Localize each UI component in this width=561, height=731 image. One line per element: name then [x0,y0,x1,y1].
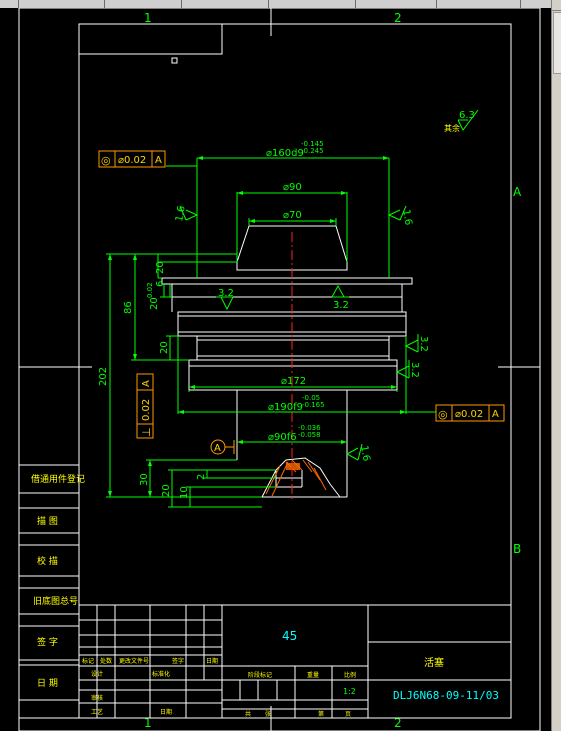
dimension-lines [106,157,436,508]
dim-d90f6-upper: -0.036 [298,424,321,432]
gdt-top-value: ⌀0.02 [118,155,146,166]
dim-h2: 2 [196,474,207,480]
scroll-up-arrow[interactable] [552,0,561,11]
gdt-frame-vertical: A 0.02 ⊥ [136,373,154,439]
side-table [18,464,80,719]
roughness-r5: 3.2 [418,336,429,352]
dim-h20-band: 20 [159,341,170,354]
dim-h30: 30 [139,473,150,486]
tb-scale-value: 1:2 [343,687,356,696]
part-outline [161,225,413,498]
zone-label-top-2: 2 [394,11,402,25]
roughness-r7: 1.6 [358,445,372,463]
dim-d90f6: ⌀90f6 [268,432,297,443]
dimension-arrows [108,156,406,497]
roughness-general-value: 6.3 [459,110,475,121]
tb-drawing-number: DLJ6N68-09-11/03 [393,689,499,702]
tb-material: 45 [282,629,297,643]
zone-label-bottom-2: 2 [394,716,402,730]
scrollbar-thumb[interactable] [553,12,561,74]
dim-h86: 86 [123,301,134,314]
tb-label-sign: 签字 [172,657,184,665]
tb-label-scale: 比例 [344,671,356,679]
gdt-frame-top: ◎ ⌀0.02 A [98,150,166,168]
gdt-frame-right: ◎ ⌀0.02 A [435,404,505,422]
dim-d160-upper: -0.145 [301,140,324,148]
dim-d190-lower: -0.165 [302,401,325,409]
zone-label-top-1: 1 [144,11,152,25]
dim-h20-mid: 20 [149,297,160,310]
dim-d90: ⌀90 [283,182,302,193]
dim-d190-upper: -0.05 [302,394,320,402]
side-row-4: 旧底图总号 [33,595,78,607]
dim-d160: ⌀160d9 [266,148,304,159]
section-hatch-core [286,463,300,470]
tb-part-name: 活塞 [424,656,444,669]
roughness-r3: 3.2 [218,288,234,299]
tb-label-standard: 标准化 [152,670,170,678]
gdt-vertical-value: 0.02 [141,399,152,421]
tb-label-count: 处数 [100,657,112,665]
gdt-right-symbol: ◎ [438,408,448,421]
tb-label-process-date: 日期 [160,708,172,716]
tb-label-page: 页 [345,711,351,718]
top-left-code-box [79,24,223,55]
gdt-vertical-datum: A [141,380,152,387]
tb-label-sheets: 张 [265,710,271,718]
tb-label-mark: 标记 [82,657,94,665]
side-row-6: 日 期 [37,678,58,689]
roughness-symbols [179,205,419,461]
dim-d172: ⌀172 [281,376,306,387]
roughness-r6: 3.2 [409,362,420,378]
datum-a-marker: A [210,439,235,455]
side-row-2: 描 图 [37,515,58,527]
roughness-r2: 1.6 [400,209,414,227]
vertical-scrollbar[interactable] [551,0,561,731]
tb-label-date: 日期 [206,657,218,665]
gdt-top-symbol: ◎ [101,154,111,167]
gdt-right-value: ⌀0.02 [455,409,483,420]
dim-d70: ⌀70 [283,210,302,221]
dim-h202: 202 [98,367,109,386]
dim-h20-bottom: 20 [161,484,172,497]
dim-d160-lower: -0.245 [301,147,324,155]
dim-h6: 6 [155,281,166,287]
roughness-r4: 3.2 [333,300,349,311]
drawing-outer-frame [18,7,541,731]
gdt-top-datum: A [155,155,162,166]
dim-d90f6-lower: -0.058 [298,431,321,439]
dim-h002: 0.02 [146,282,154,298]
tb-label-stage: 阶段标记 [248,671,272,679]
zone-label-bottom-1: 1 [144,716,152,730]
zone-label-right-a: A [513,185,522,199]
dim-d190: ⌀190f9 [268,402,303,413]
title-block [78,604,512,719]
dim-h20-top: 20 [155,261,166,274]
gdt-vertical-symbol: ⊥ [140,427,153,437]
dim-h10: 10 [179,486,190,499]
side-row-1: 借通用件登记 [31,473,85,485]
roughness-r1: 1.6 [174,205,188,223]
section-hatch [265,459,327,497]
tb-label-page-no: 第 [318,710,324,718]
gdt-right-datum: A [492,409,499,420]
tb-label-process: 工艺 [91,708,103,716]
small-marker-square [171,57,178,64]
zone-label-right-b: B [513,542,521,556]
roughness-general-label: 其余 [444,123,460,133]
tb-label-review: 审核 [91,694,103,702]
roughness-general-symbol [457,109,479,131]
datum-a-label: A [214,443,221,454]
tb-label-total: 共 [245,710,251,718]
toolbar-stripe [0,0,561,8]
tb-label-change: 更改文件号 [119,657,149,665]
tb-label-weight: 重量 [307,671,319,679]
side-row-5: 签 字 [37,636,58,648]
side-row-3: 校 描 [37,555,58,567]
tb-label-design: 设计 [91,670,103,678]
